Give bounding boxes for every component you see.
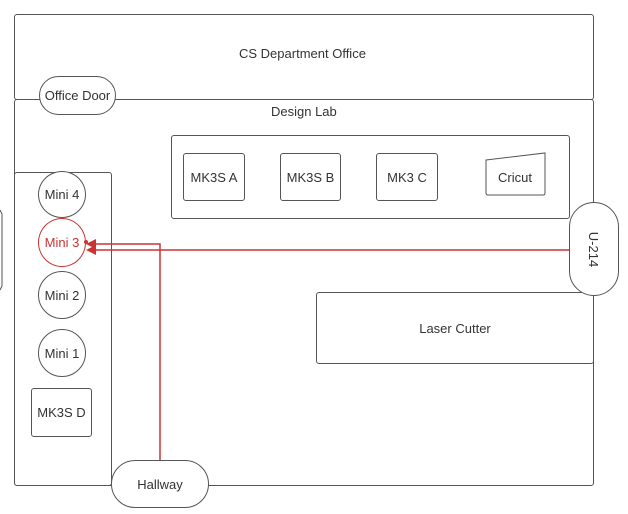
u214-door-label: U-214 [586,231,602,267]
printer-mini-4[interactable]: Mini 4 [38,171,86,218]
printer-mk3s-b[interactable]: MK3S B [280,153,341,201]
u214-door[interactable]: U-214 [569,202,619,296]
route-from-hallway-arrowhead [86,239,96,249]
laser-cutter[interactable]: Laser Cutter [316,292,594,364]
printer-mini-3[interactable]: Mini 3 [38,218,86,267]
printer-mk3-c[interactable]: MK3 C [376,153,438,201]
route-from-hallway [92,243,161,462]
hallway-door[interactable]: Hallway [111,460,209,508]
left-edge-mark [0,209,3,291]
cs-department-office-label: CS Department Office [239,46,366,61]
printer-mk3s-a[interactable]: MK3S A [183,153,245,201]
printer-mini-2[interactable]: Mini 2 [38,271,86,319]
route-endpoint-dot [84,240,88,244]
design-lab-label: Design Lab [271,104,337,119]
printer-mini-1[interactable]: Mini 1 [38,329,86,377]
office-door[interactable]: Office Door [39,76,116,115]
printer-cricut [485,152,546,196]
cricut-label-front: Cricut [498,170,532,185]
printer-mk3s-d[interactable]: MK3S D [31,388,92,437]
